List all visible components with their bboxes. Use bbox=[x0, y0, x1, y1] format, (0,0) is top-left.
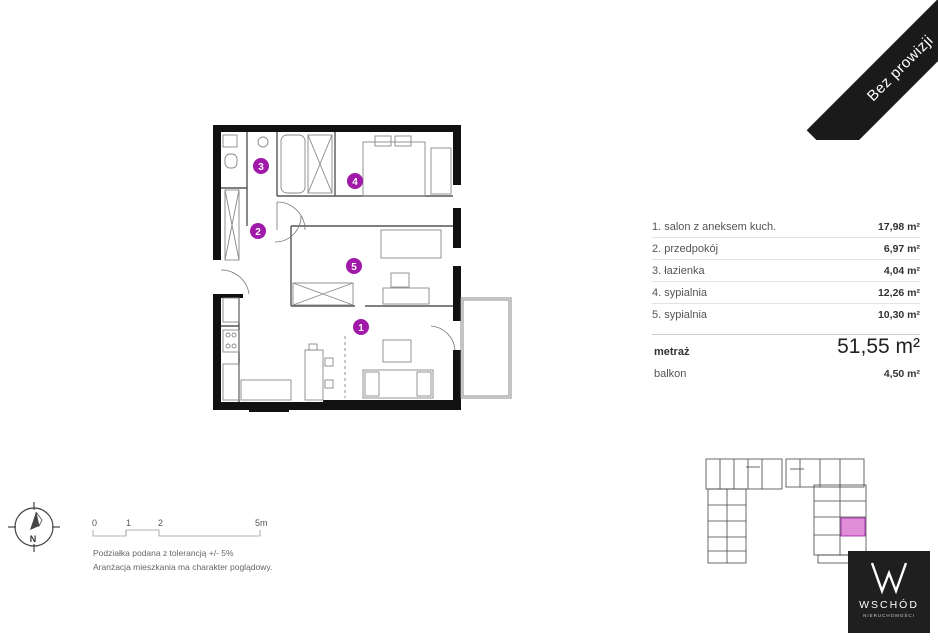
room-area: 17,98 m² bbox=[877, 220, 920, 233]
logo-brand: WSCHÓD bbox=[859, 599, 919, 611]
room-area: 6,97 m² bbox=[883, 242, 920, 255]
company-logo: WSCHÓD NIERUCHOMOŚCI bbox=[848, 551, 930, 633]
room-marker-4: 4 bbox=[347, 173, 363, 189]
room-name: 1. salon z aneksem kuch. bbox=[652, 220, 777, 233]
logo-subtitle: NIERUCHOMOŚCI bbox=[863, 613, 915, 618]
room-marker-label: 1 bbox=[358, 323, 364, 334]
badge-text: Bez prowizji bbox=[863, 31, 937, 105]
logo-mark-icon bbox=[870, 562, 908, 595]
room-row: 2. przedpokój 6,97 m² bbox=[652, 238, 920, 260]
no-commission-ribbon: Bez prowizji bbox=[798, 0, 938, 140]
compass-label: N bbox=[30, 534, 37, 544]
building-key-plan bbox=[705, 458, 867, 564]
total-area-value: 51,55 m² bbox=[837, 335, 920, 358]
room-area: 4,04 m² bbox=[883, 264, 920, 277]
room-markers: 1 2 3 4 5 bbox=[250, 158, 369, 335]
scale-bar bbox=[92, 529, 261, 537]
room-marker-label: 4 bbox=[352, 177, 358, 188]
room-marker-3: 3 bbox=[253, 158, 269, 174]
compass-icon: N bbox=[8, 502, 60, 552]
room-marker-5: 5 bbox=[346, 258, 362, 274]
balcony bbox=[460, 297, 512, 399]
room-marker-1: 1 bbox=[353, 319, 369, 335]
furniture bbox=[222, 134, 452, 401]
room-name: 5. sypialnia bbox=[652, 308, 708, 321]
outer-walls bbox=[213, 125, 461, 412]
scale-tick-label: 1 bbox=[126, 518, 132, 528]
room-name: 3. łazienka bbox=[652, 264, 705, 277]
room-name: 4. sypialnia bbox=[652, 286, 708, 299]
room-marker-label: 5 bbox=[351, 262, 357, 273]
room-row: 3. łazienka 4,04 m² bbox=[652, 260, 920, 282]
room-row: 4. sypialnia 12,26 m² bbox=[652, 282, 920, 304]
balcony-value: 4,50 m² bbox=[883, 368, 920, 380]
no-commission-badge: Bez prowizji bbox=[806, 0, 938, 140]
highlighted-unit bbox=[840, 517, 866, 537]
tolerance-note: Podziałka podana z tolerancją +/- 5% bbox=[93, 548, 234, 558]
room-area: 10,30 m² bbox=[877, 308, 920, 321]
room-row: 1. salon z aneksem kuch. 17,98 m² bbox=[652, 216, 920, 238]
room-marker-2: 2 bbox=[250, 223, 266, 239]
balcony-label: balkon bbox=[654, 368, 687, 380]
room-area: 12,26 m² bbox=[877, 286, 920, 299]
inner-walls bbox=[221, 132, 453, 402]
arrangement-note: Aranżacja mieszkania ma charakter pogląd… bbox=[93, 562, 273, 572]
total-area: metraż 51,55 m² bbox=[652, 334, 920, 358]
room-area-table: 1. salon z aneksem kuch. 17,98 m² 2. prz… bbox=[652, 216, 920, 325]
door-swings bbox=[220, 201, 456, 398]
room-marker-label: 2 bbox=[255, 227, 261, 238]
total-area-label: metraż bbox=[654, 346, 690, 358]
room-row: 5. sypialnia 10,30 m² bbox=[652, 304, 920, 325]
floor-plan: 1 2 3 4 5 bbox=[213, 125, 512, 412]
balcony-area: balkon 4,50 m² bbox=[654, 368, 920, 380]
scale-tick-label: 2 bbox=[158, 518, 164, 528]
room-marker-label: 3 bbox=[258, 162, 264, 173]
room-name: 2. przedpokój bbox=[652, 242, 719, 255]
scale-tick-label: 5m bbox=[255, 518, 268, 528]
scale-tick-label: 0 bbox=[92, 518, 98, 528]
